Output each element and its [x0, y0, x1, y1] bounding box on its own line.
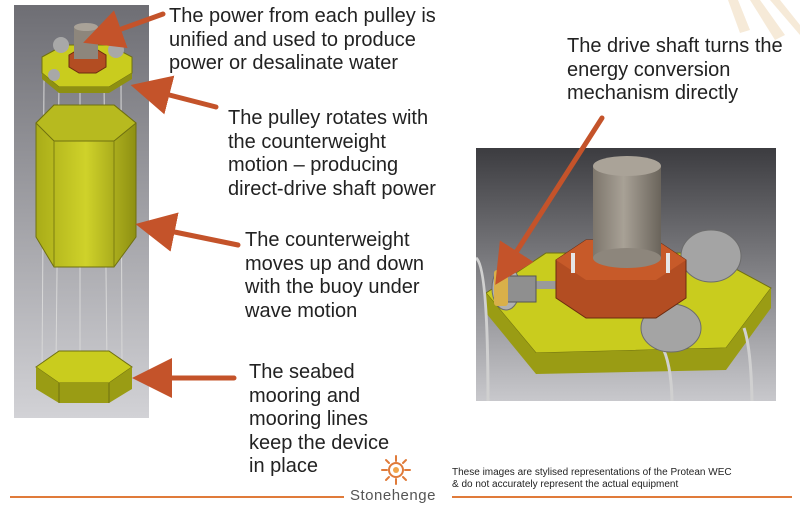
- counterweight: [35, 104, 137, 268]
- caption-drive-shaft: The drive shaft turns the energy convers…: [567, 35, 783, 104]
- footer-line-right: [452, 496, 792, 498]
- arrow-counterweight: [135, 212, 241, 252]
- caption-mooring: The seabed mooring and mooring lines kee…: [249, 361, 390, 477]
- device-render-right: [476, 148, 776, 401]
- caption-pulley-power: The power from each pulley is unified an…: [169, 5, 436, 74]
- footer-line-left: [10, 496, 344, 498]
- seabed-base: [35, 350, 133, 403]
- disclaimer: These images are stylised representation…: [452, 467, 732, 490]
- brand-name: Stonehenge: [350, 487, 436, 504]
- caption-pulley-rotates: The pulley rotates with the counterweigh…: [228, 107, 436, 200]
- corner-watermark: [728, 0, 800, 40]
- cylinder: [593, 156, 661, 268]
- arrow-pulley-rotates: [130, 75, 219, 115]
- device-render-left: [14, 5, 149, 418]
- stonehenge-logo-icon: [381, 455, 411, 485]
- caption-counterweight: The counterweight moves up and down with…: [245, 229, 425, 322]
